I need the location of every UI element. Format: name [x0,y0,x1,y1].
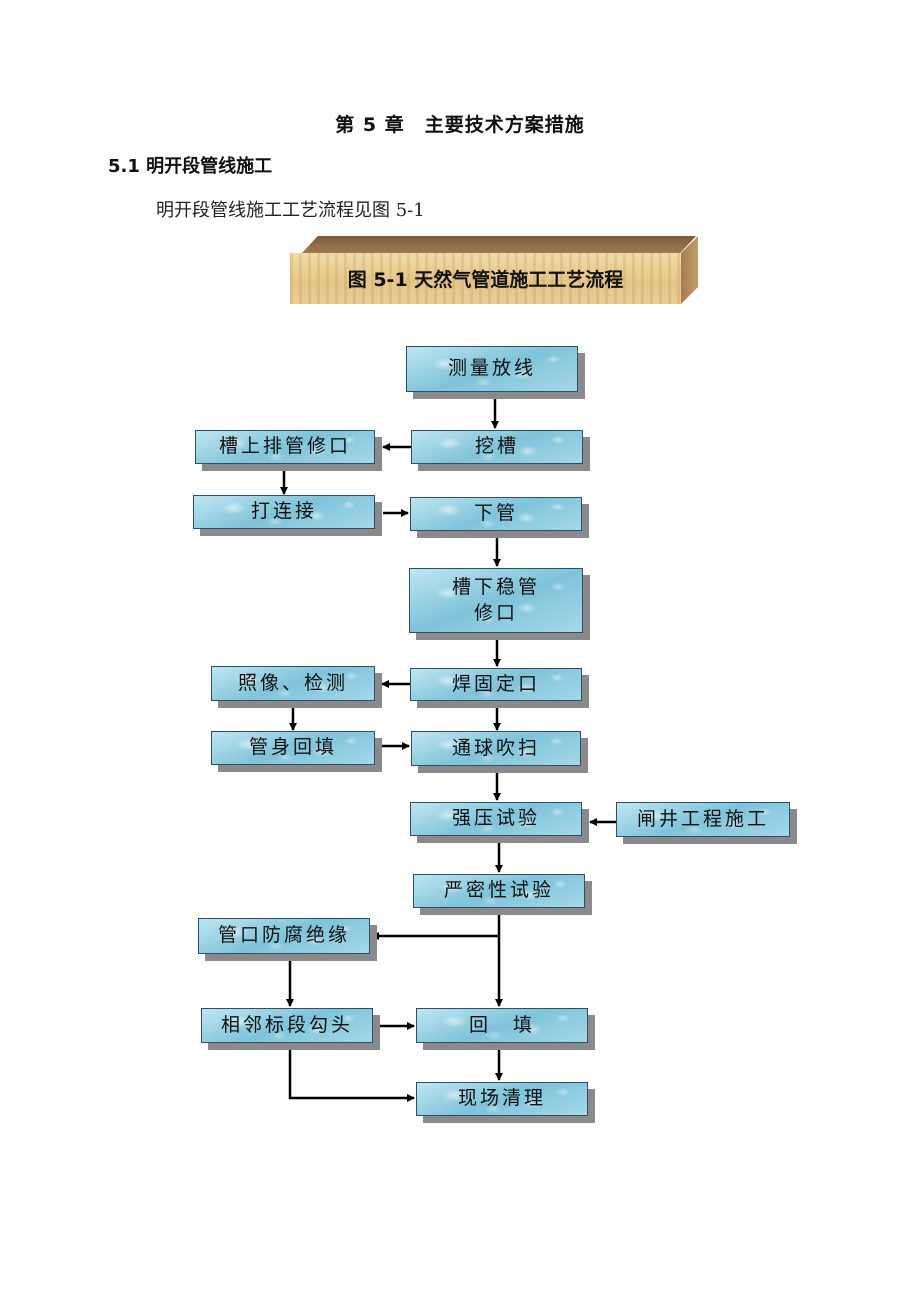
step-tightness-test: 严密性试验 [413,874,585,908]
step-stabilize: 槽下稳管 修口 [409,568,583,633]
step-valve-well: 闸井工程施工 [616,802,790,837]
step-survey: 测量放线 [406,346,578,392]
step-backfill: 回 填 [416,1008,588,1043]
chapter-title: 第 5 章 主要技术方案措施 [335,114,585,136]
step-connect: 打连接 [193,495,375,529]
arrow-tie-in-to-cleanup [288,1043,415,1102]
step-pressure-test: 强压试验 [410,802,582,836]
step-stabilize-line-2: 修口 [473,601,518,624]
step-tie-in: 相邻标段勾头 [201,1008,373,1043]
step-pipe-above: 槽上排管修口 [195,430,375,464]
step-weld: 焊固定口 [410,668,582,701]
banner-top-face [302,236,696,253]
step-backfill-body: 管身回填 [211,731,375,765]
section-title: 5.1 明开段管线施工 [108,156,273,177]
step-pigging: 通球吹扫 [411,731,581,766]
step-anticorrosion: 管口防腐绝缘 [198,918,370,954]
figure-title: 图 5-1 天然气管道施工工艺流程 [290,253,681,304]
step-stabilize-line-1: 槽下稳管 [451,575,540,598]
step-lower: 下管 [410,497,582,531]
banner-side-face [681,236,698,304]
step-trench: 挖槽 [411,430,583,464]
figure-title-banner: 图 5-1 天然气管道施工工艺流程 [290,236,698,304]
step-xray: 照像、检测 [211,666,375,701]
step-cleanup: 现场清理 [416,1082,588,1116]
body-paragraph: 明开段管线施工工艺流程见图 5-1 [156,200,425,221]
